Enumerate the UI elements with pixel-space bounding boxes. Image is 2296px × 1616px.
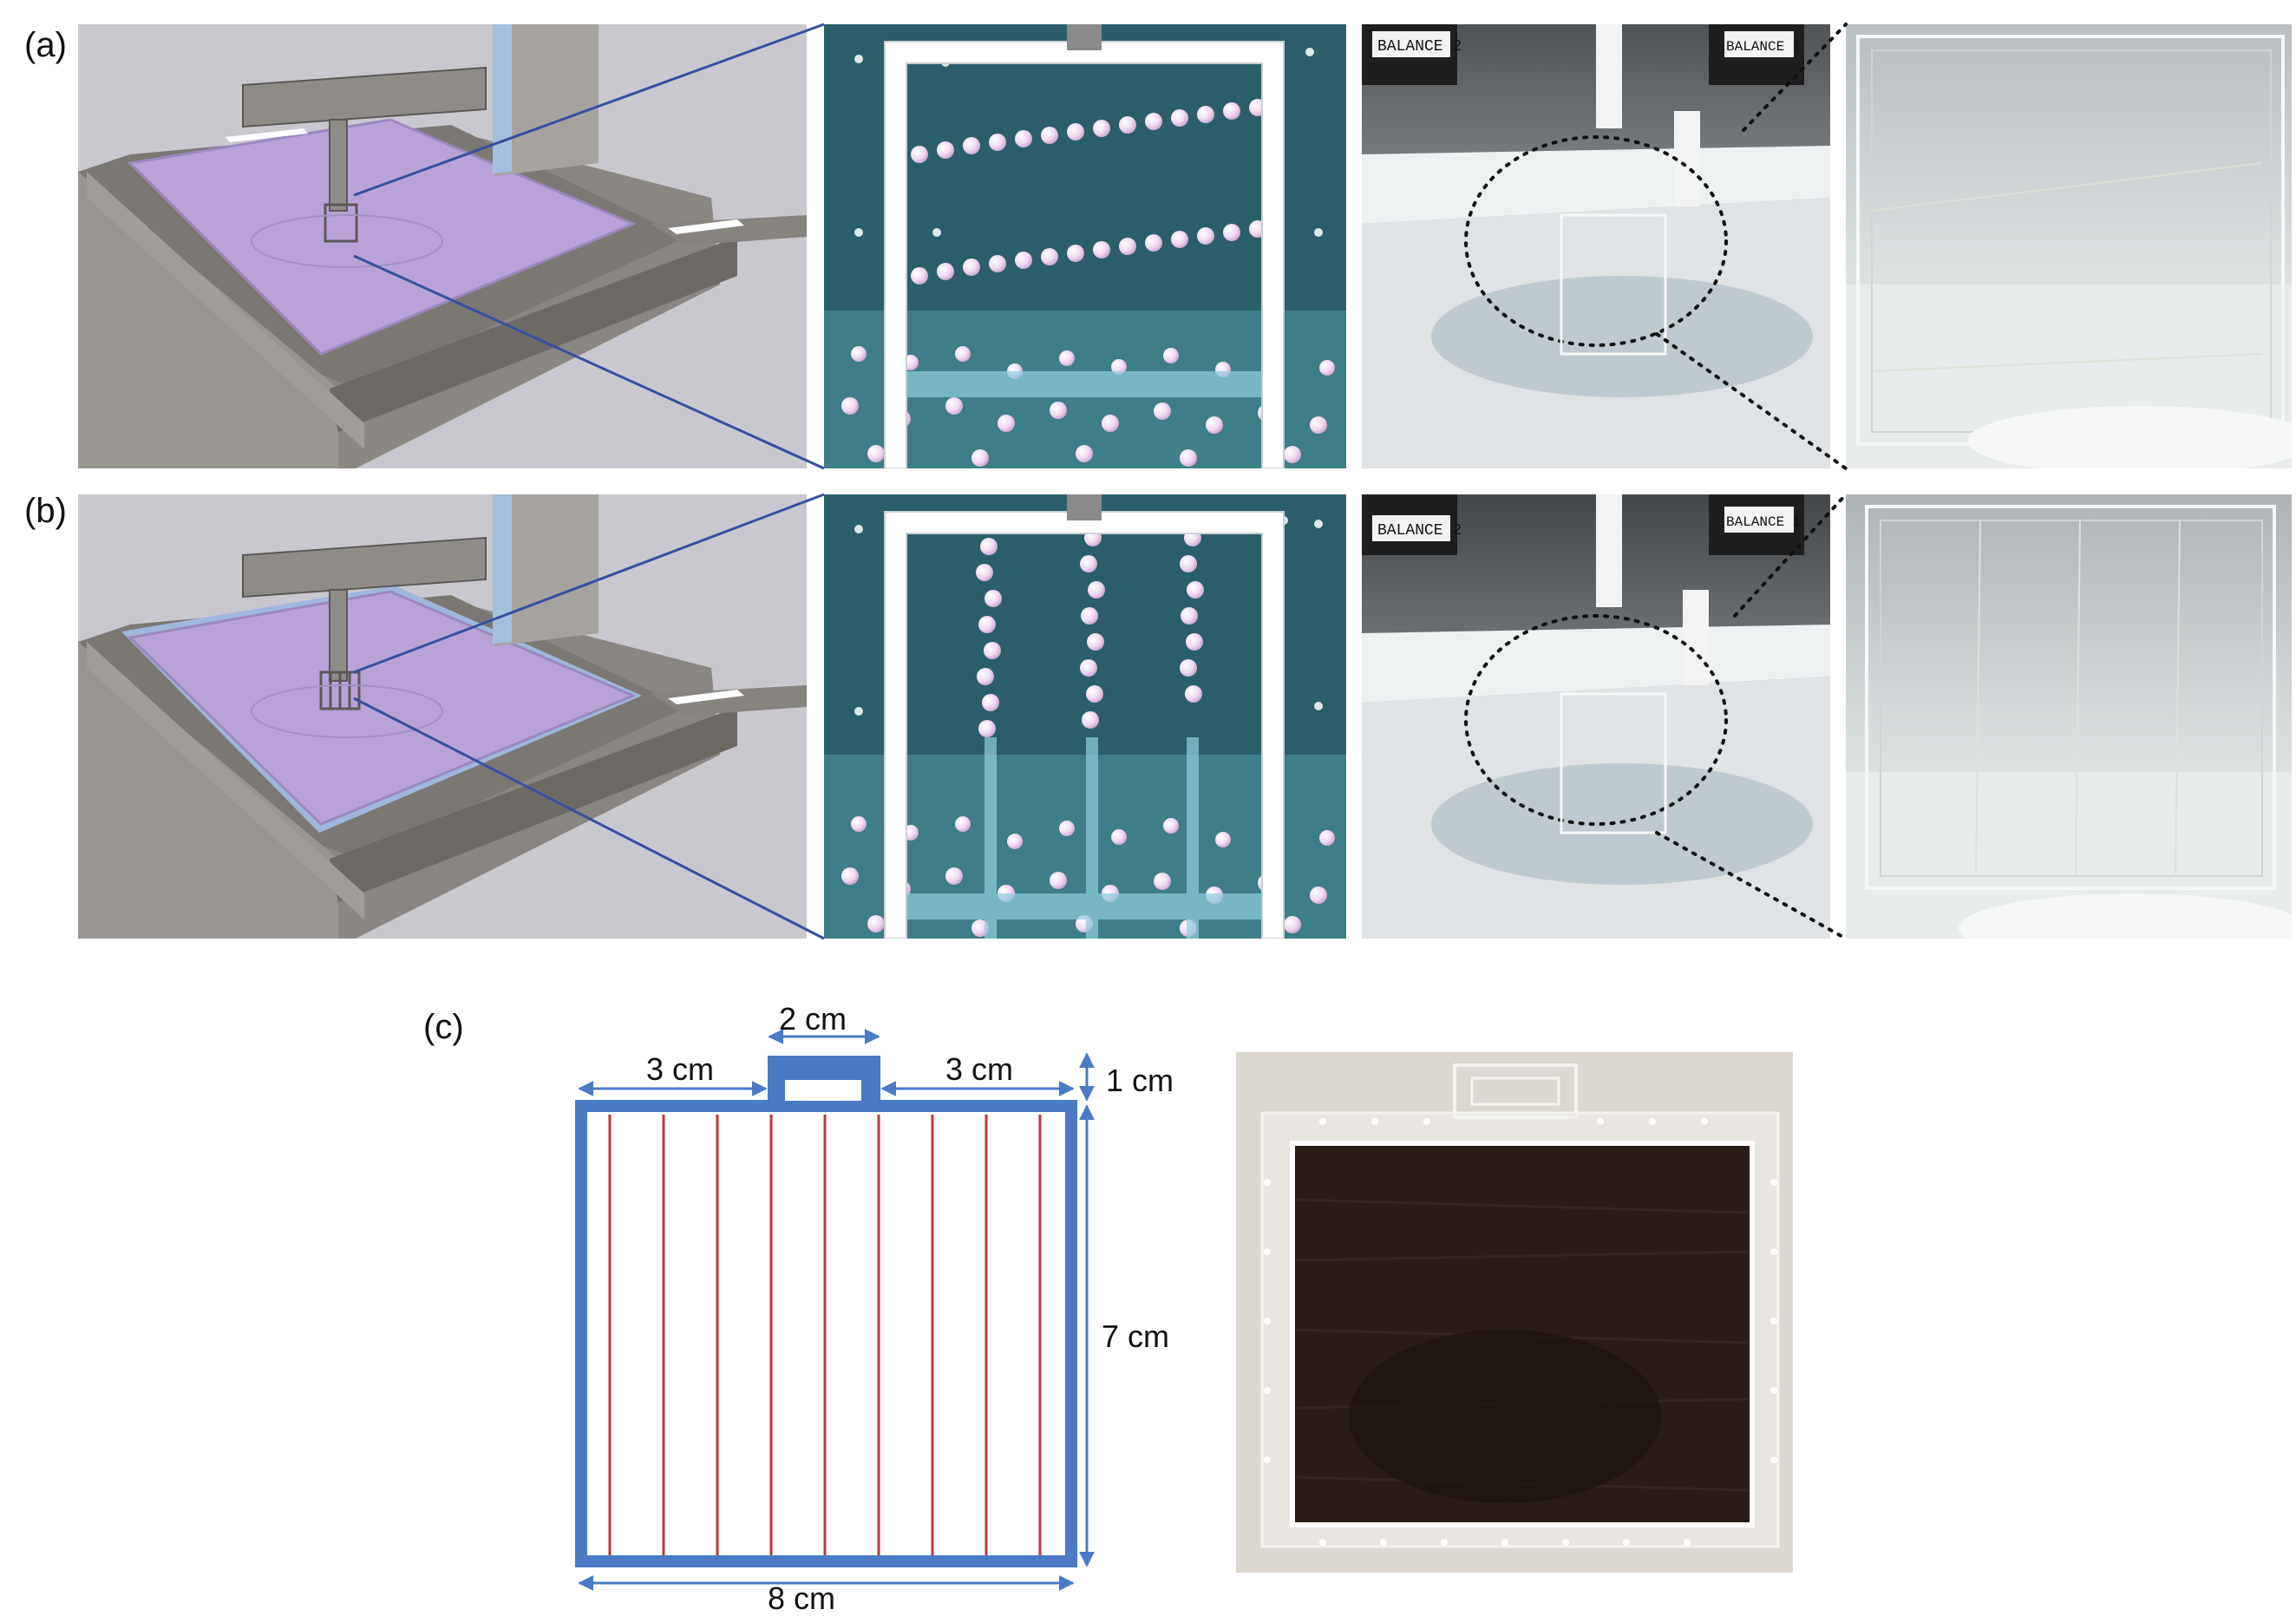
dim-tab-width: 2 cm — [779, 1001, 847, 1037]
panel-label-a: (a) — [24, 26, 67, 64]
dim-tab-height: 1 cm — [1106, 1063, 1174, 1098]
trough-photo-a: BALANCE 2 BALANCE 1 — [1362, 24, 1830, 468]
frame-photo — [1236, 1052, 1793, 1573]
frame-closeup-b — [1846, 494, 2292, 939]
frame-closeup-a — [1846, 24, 2292, 468]
balance-label-a2: BALANCE 1 — [1726, 39, 1801, 55]
panel-label-b: (b) — [24, 492, 67, 530]
molecular-zoom-a — [824, 24, 1346, 468]
dim-right: 3 cm — [945, 1051, 1013, 1087]
balance-label-a1: BALANCE 2 — [1377, 38, 1462, 56]
balance-label-b2: BALANCE 1 — [1726, 514, 1801, 530]
trough-render-b — [78, 494, 807, 939]
dim-height: 7 cm — [1102, 1318, 1169, 1354]
trough-photo-b: BALANCE 2 BALANCE 1 — [1362, 494, 1830, 939]
balance-label-b1: BALANCE 2 — [1377, 522, 1462, 540]
dim-left: 3 cm — [646, 1051, 714, 1087]
zoom-lines-a — [353, 23, 1848, 470]
zoom-lines-b — [353, 493, 1848, 940]
molecular-zoom-b — [824, 494, 1346, 939]
panel-label-c: (c) — [423, 1008, 464, 1046]
dim-width: 8 cm — [768, 1580, 835, 1613]
trough-render-a — [78, 24, 807, 468]
frame-schematic: 2 cm 3 cm 3 cm 1 cm 7 cm 8 cm — [575, 1001, 1174, 1613]
